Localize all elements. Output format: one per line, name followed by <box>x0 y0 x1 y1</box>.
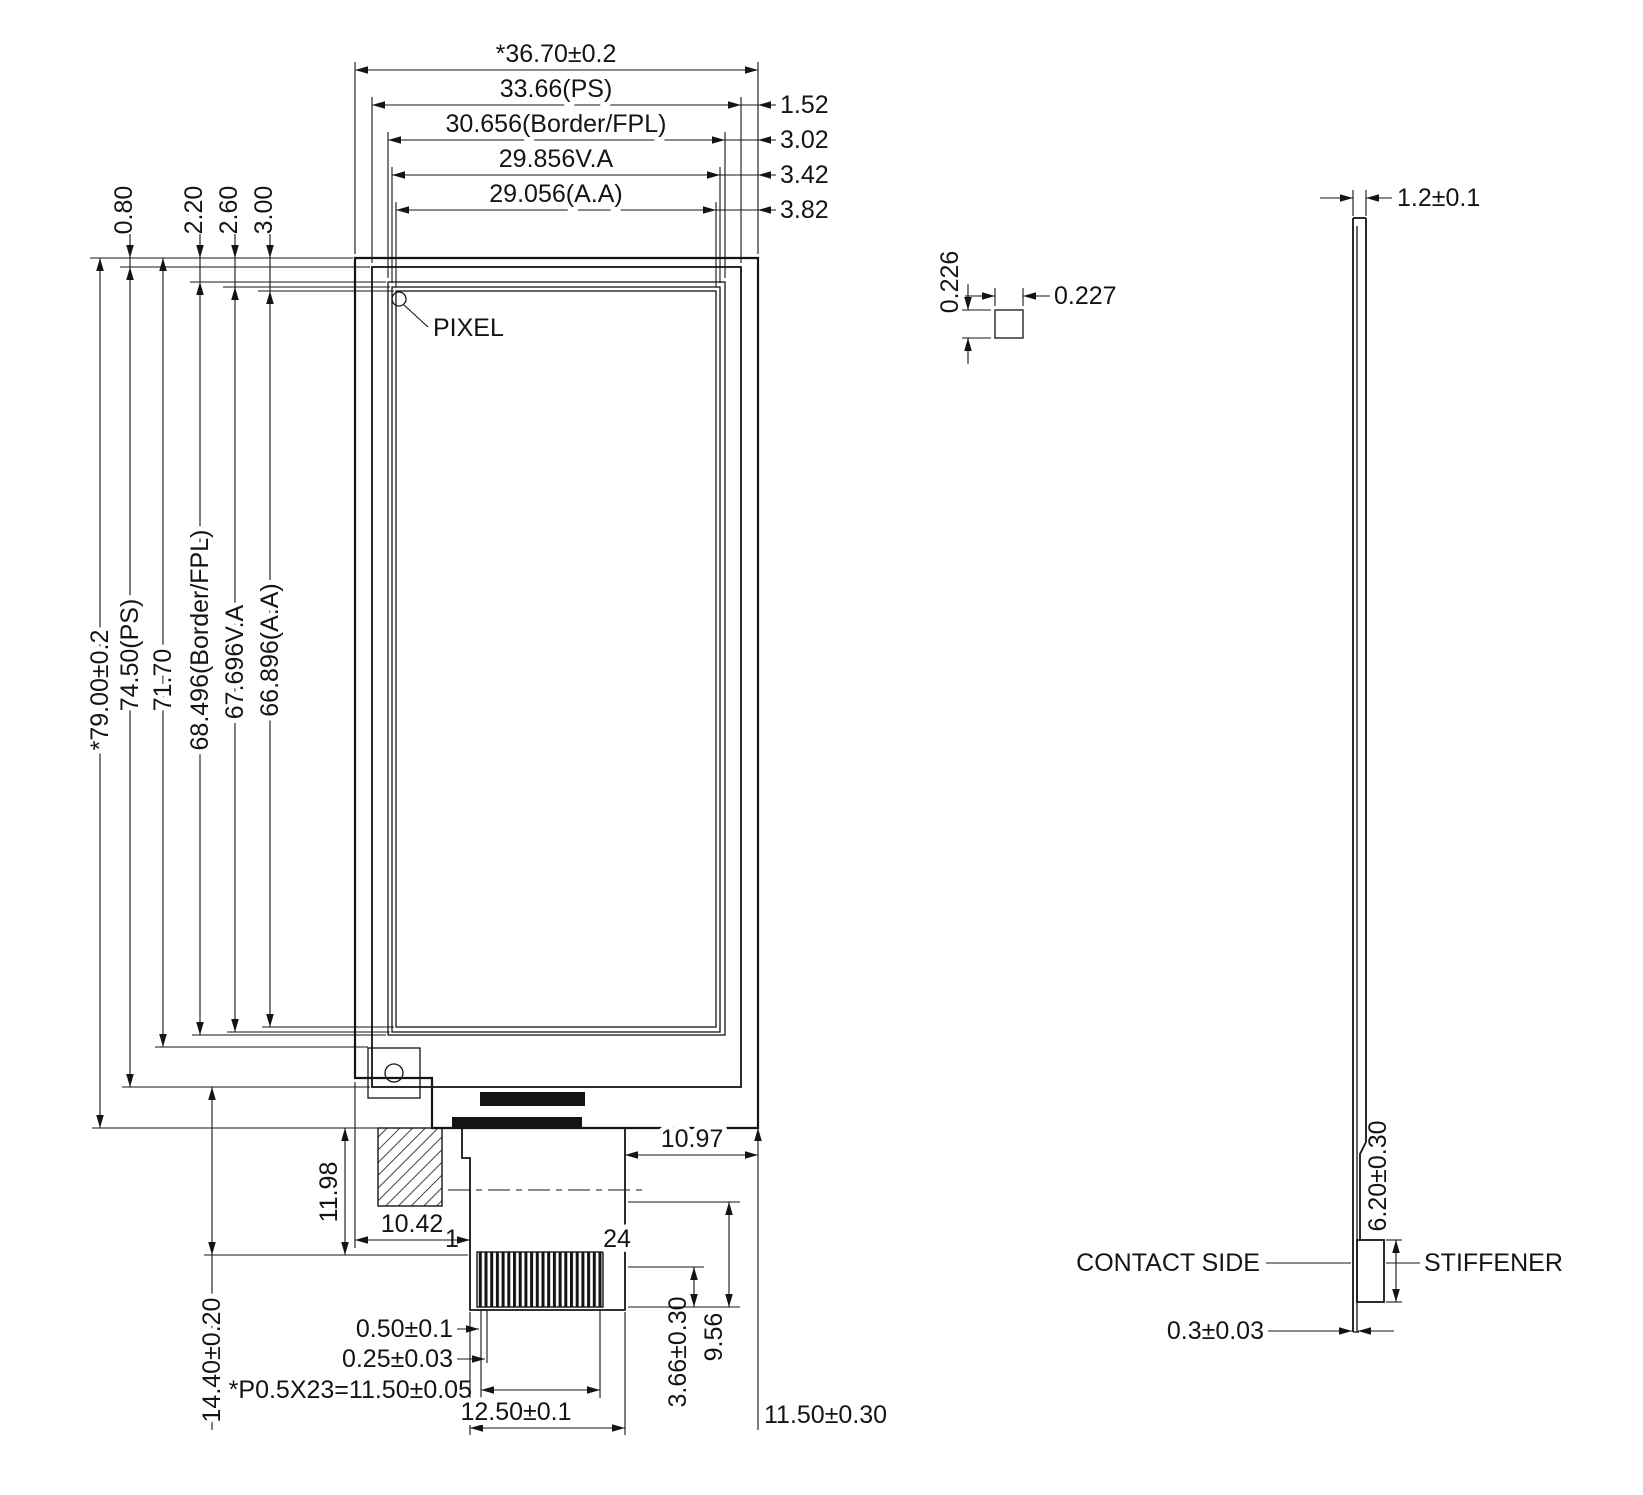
dim-right-offset-ps: 1.52 <box>780 91 829 119</box>
dim-va-height: 67.696V.A <box>221 604 249 719</box>
dim-right-offset-border: 3.02 <box>780 126 829 154</box>
dim-top-offset-border: 2.20 <box>180 186 208 235</box>
side-view: 1.2±0.1 6.20±0.30 CONTACT SIDE STIFFENER… <box>1076 184 1563 1345</box>
alignment-hole-outline <box>367 1047 421 1099</box>
dim-va-width: 29.856V.A <box>499 145 614 173</box>
dim-pixel-h-pitch: 0.227 <box>1054 282 1117 310</box>
dim-right-offset-va: 3.42 <box>780 161 829 189</box>
stiffener-label: STIFFENER <box>1424 1249 1563 1277</box>
dim-ps-width: 33.66(PS) <box>500 75 613 103</box>
fpc-dimensions: 10.97 11.98 10.42 0.50±0.1 0.25±0.03 *P0… <box>193 1082 892 1435</box>
dim-ps-height: 74.50(PS) <box>116 599 144 712</box>
top-offset-dimensions: 0.80 2.20 2.60 3.00 <box>110 186 278 291</box>
dim-aa-width: 29.056(A.A) <box>489 180 622 208</box>
dim-pin-pitch: *P0.5X23=11.50±0.05 <box>229 1376 472 1404</box>
dim-overall-height: *79.00±0.2 <box>86 630 114 751</box>
dim-right-offset-aa: 3.82 <box>780 196 829 224</box>
border-fpl-outline <box>387 281 726 1036</box>
module-outline <box>353 256 760 1130</box>
dim-fpc-length: 11.50±0.30 <box>764 1401 887 1429</box>
pin-24-label: 24 <box>603 1225 631 1253</box>
dim-side-thickness: 1.2±0.1 <box>1397 184 1480 212</box>
aa-outline <box>395 290 717 1028</box>
dim-fpc-tail-drop: 11.98 <box>315 1162 343 1223</box>
fpc-tail-outline <box>461 1128 626 1311</box>
pixel-label: PIXEL <box>433 314 504 342</box>
pixel-cell <box>994 309 1024 339</box>
contact-side-label: CONTACT SIDE <box>1076 1249 1260 1277</box>
ps-outline <box>371 266 742 1088</box>
dim-contact-length: 3.66±0.30 <box>664 1296 692 1407</box>
dim-top-offset-va: 2.60 <box>215 186 243 235</box>
va-outline <box>391 286 721 1033</box>
dim-pin-space: 0.25±0.03 <box>342 1345 453 1373</box>
dim-top-offset-ps: 0.80 <box>110 186 138 235</box>
dim-fpc-right-gap: 10.97 <box>661 1125 724 1153</box>
acf-bar <box>480 1092 585 1106</box>
right-offset-dimensions: 1.52 3.02 3.42 3.82 <box>716 91 829 224</box>
alignment-hole-circle <box>384 1063 404 1083</box>
width-dimensions: *36.70±0.2 33.66(PS) 30.656(Border/FPL) … <box>355 35 758 214</box>
dim-tail-length: 9.56 <box>700 1313 728 1362</box>
dim-overall-width: *36.70±0.2 <box>496 40 617 68</box>
pin-array <box>476 1251 604 1308</box>
dim-stiffener-length: 6.20±0.30 <box>1364 1120 1392 1231</box>
dim-bottom-length: 14.40±0.20 <box>198 1298 226 1423</box>
dim-border-width: 30.656(Border/FPL) <box>446 110 667 138</box>
height-dimensions: *79.00±0.2 74.50(PS) 71.70 68.496(Border… <box>81 258 289 1128</box>
dim-fpc-left-gap: 10.42 <box>381 1210 444 1238</box>
dim-fpc-thickness: 0.3±0.03 <box>1167 1317 1264 1345</box>
side-profile <box>1352 217 1367 1333</box>
dim-top-offset-aa: 3.00 <box>250 186 278 235</box>
dim-border-height: 68.496(Border/FPL) <box>186 530 214 751</box>
tape-section-hatch <box>377 1127 443 1207</box>
dim-pin-width: 0.50±0.1 <box>356 1315 453 1343</box>
pixel-pitch-detail: 0.227 0.226 <box>936 251 1117 364</box>
dim-71-70-height: 71.70 <box>149 649 177 712</box>
dim-pixel-v-pitch: 0.226 <box>936 251 964 314</box>
dim-aa-height: 66.896(A.A) <box>256 583 284 716</box>
stiffener <box>1356 1239 1385 1303</box>
pin-1-label: 1 <box>445 1225 459 1253</box>
front-view: PIXEL 1 24 <box>81 35 892 1435</box>
contact-bar <box>452 1117 582 1128</box>
dim-tail-width: 12.50±0.1 <box>460 1398 571 1426</box>
pixel-marker-circle <box>391 291 407 307</box>
